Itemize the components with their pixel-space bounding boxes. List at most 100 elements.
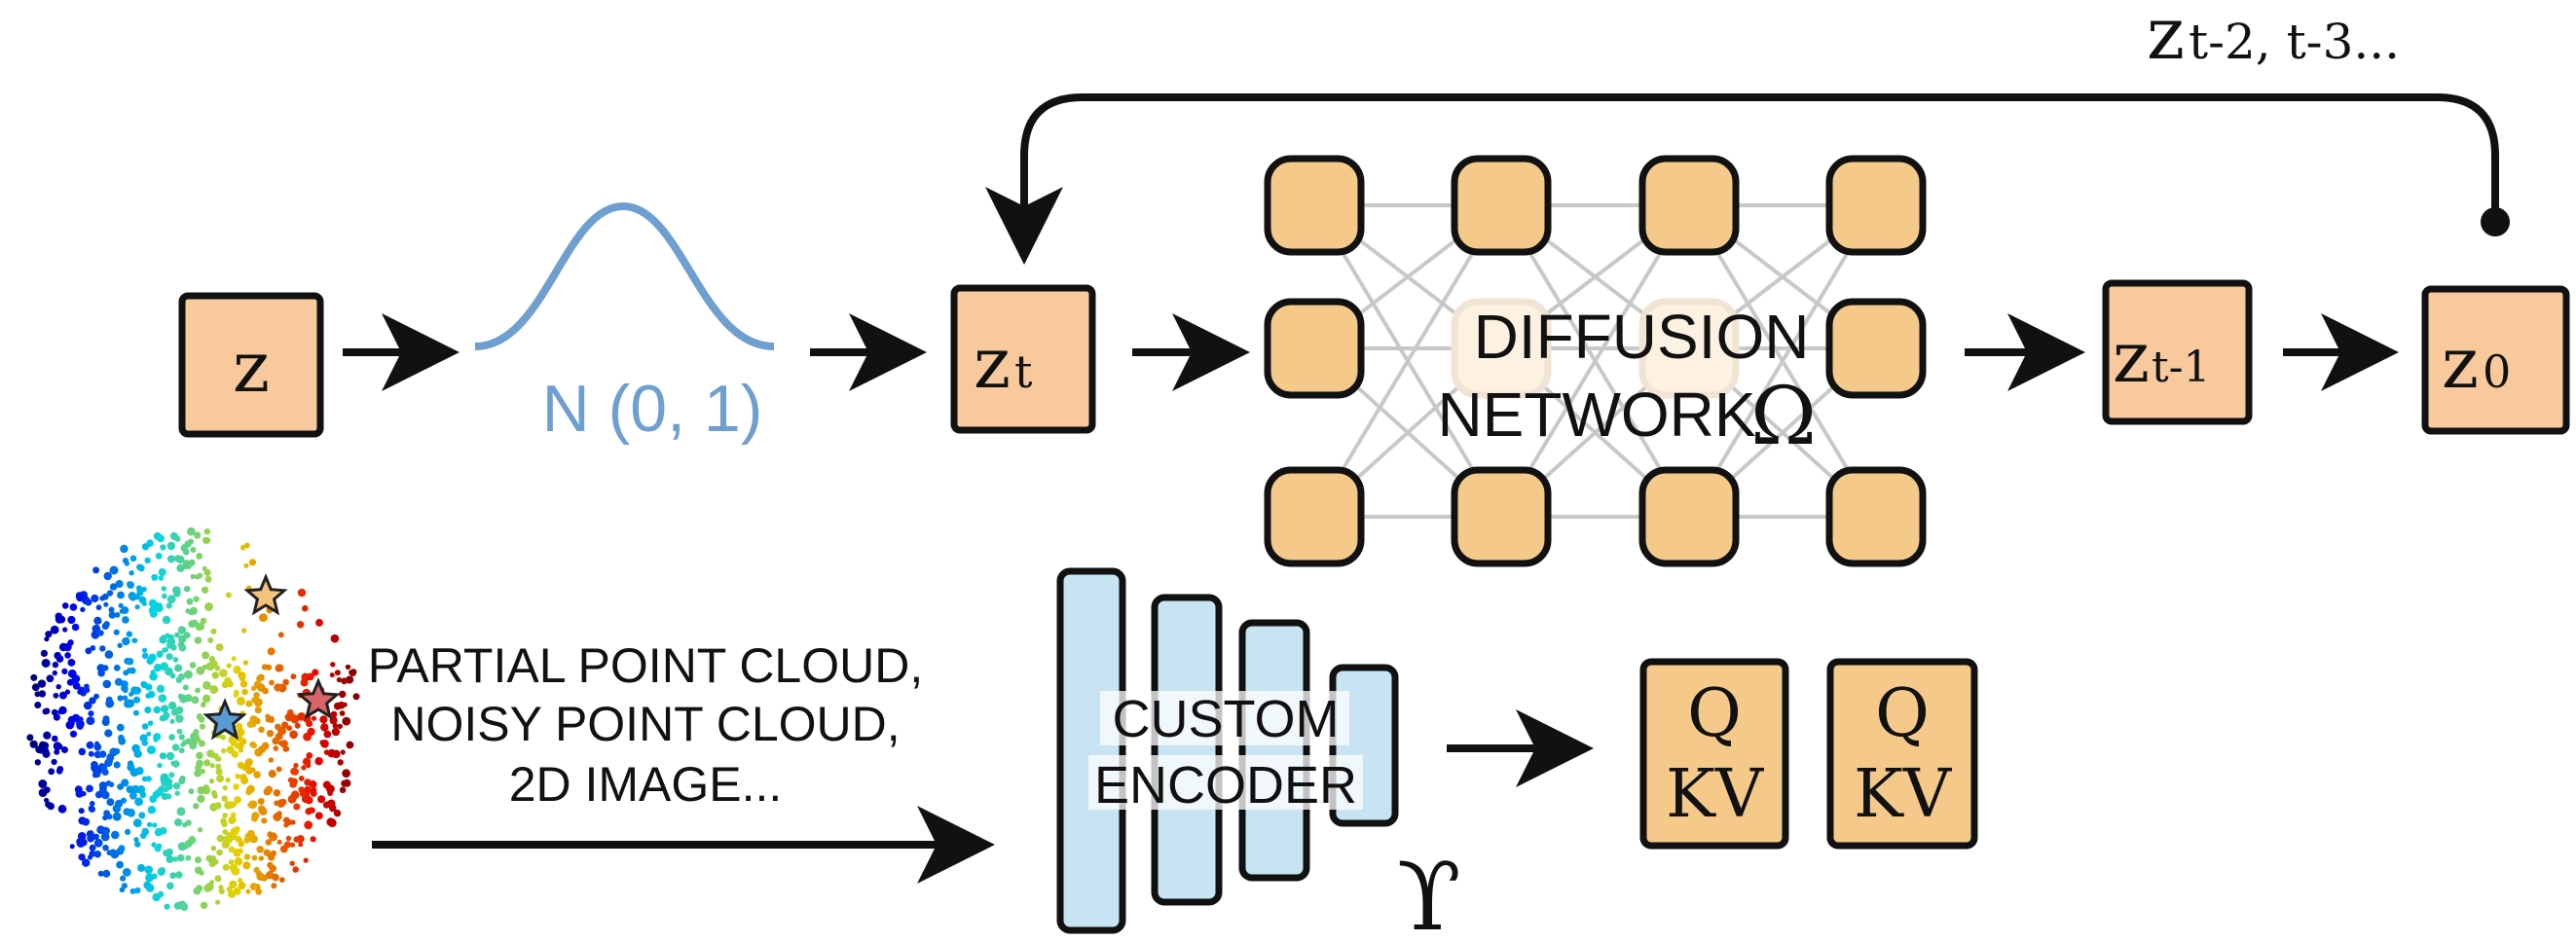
point-cloud-point	[202, 651, 210, 660]
point-cloud-point	[37, 679, 47, 688]
encoder-upsilon-symbol: ϒ	[1397, 843, 1461, 942]
point-cloud-point	[242, 861, 251, 870]
point-cloud-point	[193, 729, 200, 736]
point-cloud-point	[141, 647, 148, 653]
point-cloud-point	[131, 743, 140, 753]
point-cloud-point	[108, 781, 115, 787]
point-cloud-point	[155, 552, 163, 560]
point-cloud-point	[177, 628, 184, 634]
attention-2-q: Q	[1875, 675, 1930, 752]
point-cloud-point	[239, 544, 246, 551]
point-cloud-point	[230, 827, 239, 836]
point-cloud-point	[259, 807, 268, 815]
point-cloud-point	[305, 808, 313, 815]
point-cloud-point	[157, 762, 163, 769]
point-cloud-point	[196, 751, 203, 760]
point-cloud-point	[88, 805, 94, 812]
point-cloud-point	[189, 662, 197, 669]
point-cloud-point	[200, 617, 207, 625]
point-cloud-point	[113, 629, 120, 635]
point-cloud-point	[163, 786, 169, 793]
point-cloud-point	[72, 681, 81, 690]
point-cloud-point	[258, 855, 264, 861]
point-cloud-point	[145, 873, 154, 883]
point-cloud-point	[175, 676, 182, 683]
point-cloud-point	[161, 586, 166, 592]
point-cloud-point	[92, 566, 100, 574]
point-cloud-point	[198, 740, 205, 747]
point-cloud-point	[273, 789, 281, 797]
point-cloud-point	[231, 656, 237, 662]
point-cloud-point	[331, 727, 341, 737]
point-cloud-point	[89, 844, 96, 851]
point-cloud-point	[178, 634, 187, 643]
point-cloud-point	[151, 842, 157, 848]
point-cloud-point	[103, 810, 110, 816]
point-cloud-point	[118, 737, 127, 745]
point-cloud-point	[146, 821, 153, 828]
point-cloud-point	[259, 613, 268, 622]
point-cloud-point	[125, 828, 131, 836]
point-cloud-point	[346, 675, 354, 684]
point-cloud-point	[42, 708, 49, 715]
point-cloud-point	[138, 596, 145, 602]
point-cloud-point	[267, 715, 276, 724]
point-cloud-point	[76, 722, 84, 730]
point-cloud-point	[147, 806, 156, 815]
point-cloud-point	[197, 827, 203, 833]
point-cloud-point	[243, 562, 249, 568]
point-cloud-point	[317, 795, 326, 804]
point-cloud-point	[152, 892, 161, 902]
point-cloud-point	[249, 883, 258, 890]
point-cloud-point	[34, 702, 42, 708]
point-cloud-point	[120, 875, 127, 882]
point-cloud-point	[286, 725, 293, 732]
point-cloud-point	[97, 669, 105, 677]
point-cloud-point	[76, 839, 86, 848]
point-cloud-point	[51, 758, 57, 766]
point-cloud-point	[109, 565, 119, 575]
point-cloud-point	[109, 583, 118, 591]
point-cloud-point	[175, 714, 184, 723]
point-cloud-point	[293, 803, 301, 811]
point-cloud-point	[216, 849, 223, 856]
point-cloud-point	[67, 659, 76, 667]
point-cloud-point	[203, 528, 210, 535]
point-cloud-point	[199, 870, 204, 876]
point-cloud-point	[185, 608, 191, 614]
point-cloud-point	[117, 642, 123, 648]
network-node	[1825, 155, 1927, 256]
point-cloud-point	[114, 612, 121, 618]
point-cloud-point	[89, 697, 96, 705]
point-cloud-point	[93, 616, 102, 626]
point-cloud-point	[214, 802, 222, 810]
point-cloud-point	[330, 634, 340, 643]
network-edge	[1499, 203, 1691, 519]
point-cloud-point	[86, 784, 93, 793]
point-cloud-point	[64, 689, 71, 695]
point-cloud-point	[305, 796, 313, 805]
point-cloud-point	[129, 667, 136, 674]
point-cloud-point	[204, 602, 213, 611]
point-cloud-point	[154, 845, 162, 852]
point-cloud-point	[189, 742, 198, 750]
point-cloud-point	[172, 856, 178, 862]
point-cloud-point	[120, 544, 129, 554]
point-cloud-point	[166, 555, 175, 563]
point-cloud-point	[233, 783, 239, 790]
point-cloud-point	[174, 790, 180, 796]
point-cloud-point	[71, 623, 80, 632]
point-cloud-point	[133, 594, 140, 600]
point-cloud-point	[224, 676, 232, 685]
network-node	[1264, 298, 1365, 399]
point-cloud-point	[256, 872, 265, 881]
point-cloud-point	[241, 628, 247, 634]
encoder-layer-2	[1151, 594, 1223, 906]
point-cloud-point	[44, 636, 50, 642]
point-cloud-point	[205, 854, 213, 862]
point-cloud-point	[306, 752, 313, 759]
point-cloud-point	[143, 881, 152, 889]
point-cloud-point	[241, 688, 248, 696]
point-cloud-point	[166, 751, 175, 761]
star-blue-icon	[202, 698, 247, 741]
